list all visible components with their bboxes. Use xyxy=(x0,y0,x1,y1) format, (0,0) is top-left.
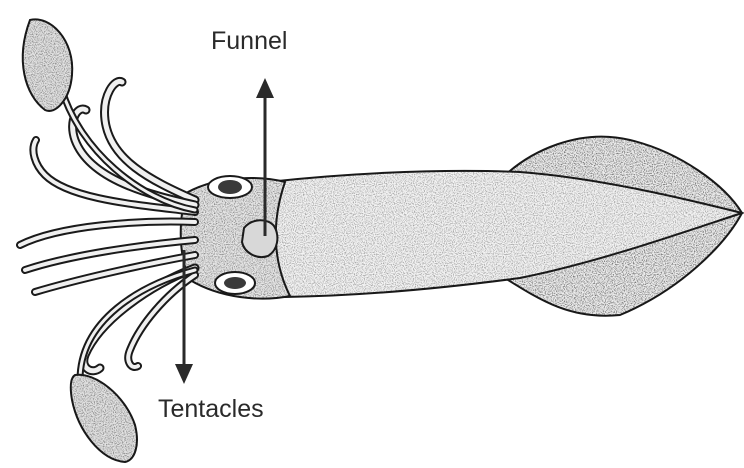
tentacles-label: Tentacles xyxy=(158,395,264,424)
squid-arms xyxy=(20,81,195,370)
funnel-label: Funnel xyxy=(211,27,287,56)
squid-funnel xyxy=(242,220,277,257)
squid-eye-lower xyxy=(215,272,255,294)
squid-eye-upper xyxy=(208,176,252,198)
